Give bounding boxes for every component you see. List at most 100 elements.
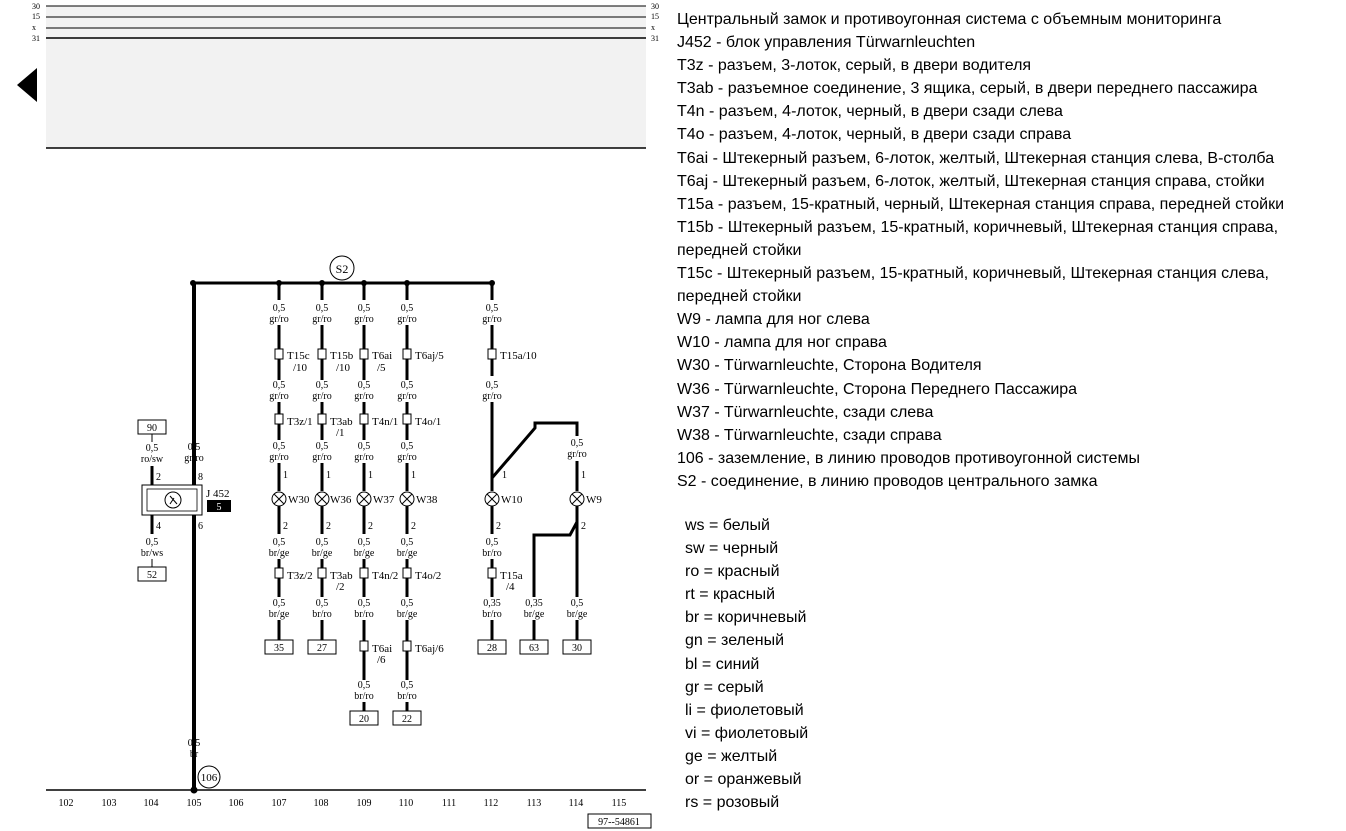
wire-color: gr/ro [269, 314, 288, 325]
back-arrow-icon[interactable] [17, 68, 39, 102]
wire-color: ro/sw [141, 454, 164, 465]
wire-color: br/ro [354, 609, 373, 620]
legend-item: T15c - Штекерный разъем, 15-кратный, кор… [677, 265, 1269, 306]
wire-color: br/ws [141, 548, 163, 559]
wire-size: 0,5 [146, 443, 159, 454]
splice-label: S2 [336, 262, 349, 276]
wire-size: 0,5 [316, 598, 329, 609]
connector-icon [402, 567, 412, 579]
color-code: rs = розовый [685, 794, 780, 812]
legend-item: T4n - разъем, 4-лоток, черный, в двери с… [677, 103, 1063, 121]
wire-color: gr/ro [312, 452, 331, 463]
color-code: li = фиолетовый [685, 701, 804, 719]
wire-color: br/ro [482, 548, 501, 559]
connector-icon [274, 567, 284, 579]
legend-item: J452 - блок управления Türwarnleuchten [677, 34, 976, 52]
pin-label: 2 [368, 521, 373, 532]
color-code: gn = зеленый [685, 632, 785, 650]
terminal-20: 20 [359, 714, 369, 725]
wire-color: gr/ro [482, 314, 501, 325]
lamp-icon [314, 491, 330, 507]
circuit-112-114: 0,5 gr/ro T15a/10 0,5 gr/ro 1 W10 2 0,5 … [477, 283, 602, 655]
connector-label: T4n/1 [372, 416, 398, 428]
connector-icon [317, 413, 327, 425]
lamp-icon [399, 491, 415, 507]
circuit-107: 0,5 gr/ro T15c /10 0,5 gr/ro T3z/1 0,5 g… [264, 283, 313, 655]
wire-size: 0,5 [146, 537, 159, 548]
wire-size: 0,5 [571, 438, 584, 449]
lamp-icon [356, 491, 372, 507]
pin-label: 4 [156, 521, 161, 532]
lamp-label: W37 [373, 494, 395, 506]
lamp-icon [484, 491, 500, 507]
wire-color: gr/ro [567, 449, 586, 460]
connector-label: /2 [336, 581, 345, 593]
legend-item: T4o - разъем, 4-лоток, черный, в двери с… [677, 126, 1072, 144]
wire-size: 0,5 [571, 598, 584, 609]
circuit-110: 0,5 gr/ro T6aj/5 0,5 gr/ro T4o/1 0,5 gr/… [392, 283, 444, 726]
wire-color: gr/ro [312, 391, 331, 402]
connector-icon [274, 348, 284, 360]
pin-label: 1 [368, 470, 373, 481]
column-number: 109 [357, 798, 372, 809]
terminal-30: 30 [572, 643, 582, 654]
circuit-109: 0,5 gr/ro T6ai /5 0,5 gr/ro T4n/1 0,5 gr… [349, 283, 398, 726]
wire-color: br/ge [312, 548, 333, 559]
color-code-list: ws = белый sw = черный ro = красный rt =… [685, 514, 808, 814]
rail-label-left: 15 [32, 12, 40, 21]
terminal-35: 35 [274, 643, 284, 654]
wire-size: 0,5 [401, 303, 414, 314]
color-code: or = оранжевый [685, 771, 802, 789]
terminal-28: 28 [487, 643, 497, 654]
connector-icon [359, 413, 369, 425]
lamp-icon [569, 491, 585, 507]
color-code: ws = белый [685, 517, 770, 534]
pin-label: 8 [198, 472, 203, 483]
lamp-label: W36 [330, 494, 352, 506]
legend-item: W36 - Türwarnleuchte, Сторона Переднего … [677, 380, 1078, 398]
unit-label: J 452 [206, 488, 230, 500]
column-number: 107 [272, 798, 287, 809]
lamp-label: W30 [288, 494, 310, 506]
pin-label: 2 [326, 521, 331, 532]
terminal-52: 52 [147, 570, 157, 581]
wire-color: gr/ro [269, 391, 288, 402]
column-number: 112 [484, 798, 499, 809]
connector-icon [402, 413, 412, 425]
control-unit-j452: 90 0,5 ro/sw 2 8 4 6 J 452 5 0,5 br/ws 5… [137, 419, 231, 582]
legend-item: T15a - разъем, 15-кратный, черный, Штеке… [677, 195, 1285, 213]
column-number: 103 [102, 798, 117, 809]
rail-label-left: 31 [32, 34, 40, 43]
connector-label: /4 [506, 581, 515, 593]
color-code: ro = красный [685, 563, 780, 581]
wire-color: gr/ro [354, 391, 373, 402]
legend-item: T3z - разъем, 3-лоток, серый, в двери во… [677, 57, 1032, 75]
wire-color: br/ge [354, 548, 375, 559]
connector-label: T6aj/5 [415, 350, 444, 362]
wire-color: br/ge [397, 609, 418, 620]
legend-item: T15b - Штекерный разъем, 15-кратный, кор… [677, 218, 1279, 259]
wire-color: gr/ro [354, 452, 373, 463]
wire-color: br/ro [312, 609, 331, 620]
component-legend: Центральный замок и противоугонная систе… [677, 8, 1342, 493]
wire-color: br/ro [397, 691, 416, 702]
rail-label-right: x [651, 23, 655, 32]
connector-icon [402, 348, 412, 360]
legend-item: T6ai - Штекерный разъем, 6-лоток, желтый… [677, 149, 1275, 167]
wire-size: 0,5 [358, 441, 371, 452]
ground-line-105: 0,5 gr/ro 0,5 br 106 [184, 283, 221, 794]
wire-size: 0,5 [316, 441, 329, 452]
connector-label: T3z/1 [287, 416, 313, 428]
connector-icon [317, 567, 327, 579]
connector-label: T6ai [372, 350, 392, 362]
wire-size: 0,5 [273, 598, 286, 609]
rail-header: 30 15 x 31 30 15 x 31 [32, 2, 659, 149]
connector-icon [402, 640, 412, 652]
color-code: rt = красный [685, 586, 776, 604]
legend-item: 106 - заземление, в линию проводов проти… [677, 449, 1140, 467]
drawing-number: 97--54861 [598, 817, 640, 828]
wire-size: 0,35 [525, 598, 543, 609]
connector-label: T3ab [330, 416, 353, 428]
legend-item: T6aj - Штекерный разъем, 6-лоток, желтый… [677, 172, 1265, 190]
column-number: 114 [569, 798, 584, 809]
